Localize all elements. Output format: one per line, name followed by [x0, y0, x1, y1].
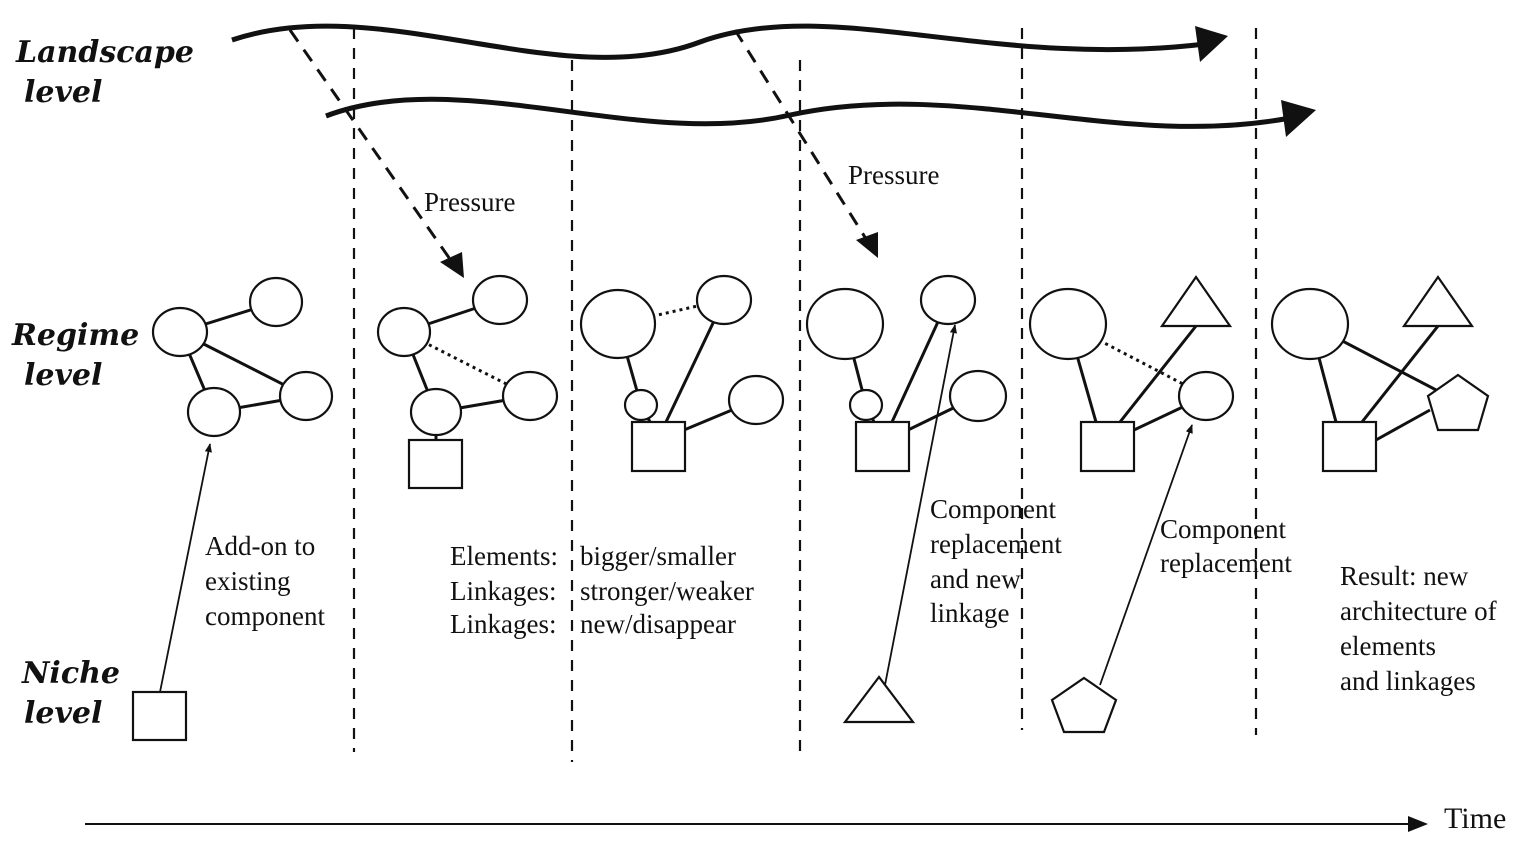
regime-element-circle: [1028, 287, 1108, 361]
regime-element-pentagon: [1426, 373, 1490, 432]
pressure-arrow-2-head: [856, 232, 878, 258]
regime-element-circle: [695, 274, 753, 326]
elements-annotation-line1: Elements:: [450, 541, 558, 571]
regime-element-circle: [579, 288, 657, 360]
regime-element-circle: [501, 370, 559, 422]
regime-network-stage-6: [1270, 275, 1490, 473]
linkage: [1360, 325, 1440, 423]
niche-innovation-pentagon: [1050, 676, 1118, 734]
pressure-label-1: Pressure: [424, 187, 515, 217]
changes-annotation-line2: stronger/weaker: [580, 576, 754, 606]
regime-network-stage-2: [376, 274, 559, 490]
regime-element-circle: [409, 387, 463, 437]
regime-network-stage-1: [151, 276, 334, 438]
pressure-label-2: Pressure: [848, 160, 939, 190]
landscape-trend-wave-upper: [231, 23, 1206, 60]
result-annotation-line3: elements: [1340, 631, 1436, 661]
add-on-annotation-line1: Add-on to: [205, 531, 315, 561]
pressure-arrow-1-head: [440, 252, 464, 278]
replacement-new-linkage-annotation-line4: linkage: [930, 598, 1009, 628]
time-axis-arrowhead: [1408, 816, 1428, 832]
niche-level-label-line2: level: [24, 696, 102, 731]
replacement-annotation-line2: replacement: [1160, 548, 1292, 578]
linkage: [1375, 408, 1431, 442]
replacement-annotation-line1: Component: [1160, 514, 1286, 544]
elements-annotation-line3: Linkages:: [450, 609, 556, 639]
regime-level-label-line2: level: [24, 358, 102, 393]
landscape-wave-upper-arrowhead: [1195, 26, 1228, 62]
pressure-arrow-1: [288, 29, 454, 263]
landscape-level-label-line2: level: [24, 75, 102, 110]
regime-element-circle: [376, 306, 432, 358]
result-annotation-line4: and linkages: [1340, 666, 1476, 696]
landscape-level-label-line1: Landscape: [15, 35, 194, 70]
result-annotation-line1: Result: new: [1340, 561, 1469, 591]
regime-level-label-line1: Regime: [11, 318, 139, 353]
replacement-new-linkage-annotation-line2: replacement: [930, 529, 1062, 559]
changes-annotation-line3: new/disappear: [580, 609, 736, 639]
add-on-annotation-line2: existing: [205, 566, 291, 596]
regime-element-square: [1079, 420, 1136, 473]
add-on-arrow: [159, 443, 212, 693]
regime-network-stage-3: [579, 274, 785, 473]
dotted-linkage: [1067, 322, 1207, 398]
time-axis-label: Time: [1444, 802, 1506, 835]
regime-element-circle: [278, 370, 334, 422]
pressure-arrow-2: [733, 29, 870, 243]
regime-element-circle: [948, 369, 1008, 423]
regime-element-circle: [623, 388, 659, 422]
regime-element-triangle: [1159, 275, 1233, 328]
niche-innovation-square: [131, 690, 188, 742]
regime-element-square: [407, 438, 464, 490]
replacement-arrow-1: [884, 324, 957, 686]
replacement-arrow-2: [1099, 424, 1193, 686]
regime-element-circle: [805, 287, 885, 361]
regime-element-circle: [919, 274, 977, 326]
regime-element-circle: [1177, 370, 1235, 422]
regime-element-triangle: [1401, 275, 1475, 328]
regime-element-square: [630, 420, 687, 473]
regime-element-square: [1321, 420, 1378, 473]
landscape-wave-lower-arrowhead: [1281, 100, 1316, 137]
replacement-new-linkage-annotation-line3: and new: [930, 564, 1021, 594]
result-annotation-line2: architecture of: [1340, 596, 1497, 626]
regime-network-stage-4: [805, 274, 1008, 473]
regime-element-circle: [848, 388, 884, 422]
regime-element-circle: [186, 386, 242, 438]
landscape-trend-wave-lower: [325, 96, 1291, 129]
add-on-annotation-line3: component: [205, 601, 325, 631]
replacement-new-linkage-annotation-line1: Component: [930, 494, 1056, 524]
linkage: [1118, 325, 1198, 423]
regime-element-circle: [471, 274, 529, 326]
regime-element-circle: [248, 276, 304, 328]
regime-element-circle: [727, 374, 785, 426]
regime-element-circle: [151, 306, 209, 358]
regime-network-stage-5: [1028, 275, 1235, 473]
elements-annotation-line2: Linkages:: [450, 576, 556, 606]
niche-innovation-triangle: [842, 675, 916, 724]
regime-element-square: [854, 420, 911, 473]
changes-annotation-line1: bigger/smaller: [580, 541, 736, 571]
regime-element-circle: [1270, 287, 1350, 361]
niche-level-label-line1: Niche: [21, 656, 120, 691]
